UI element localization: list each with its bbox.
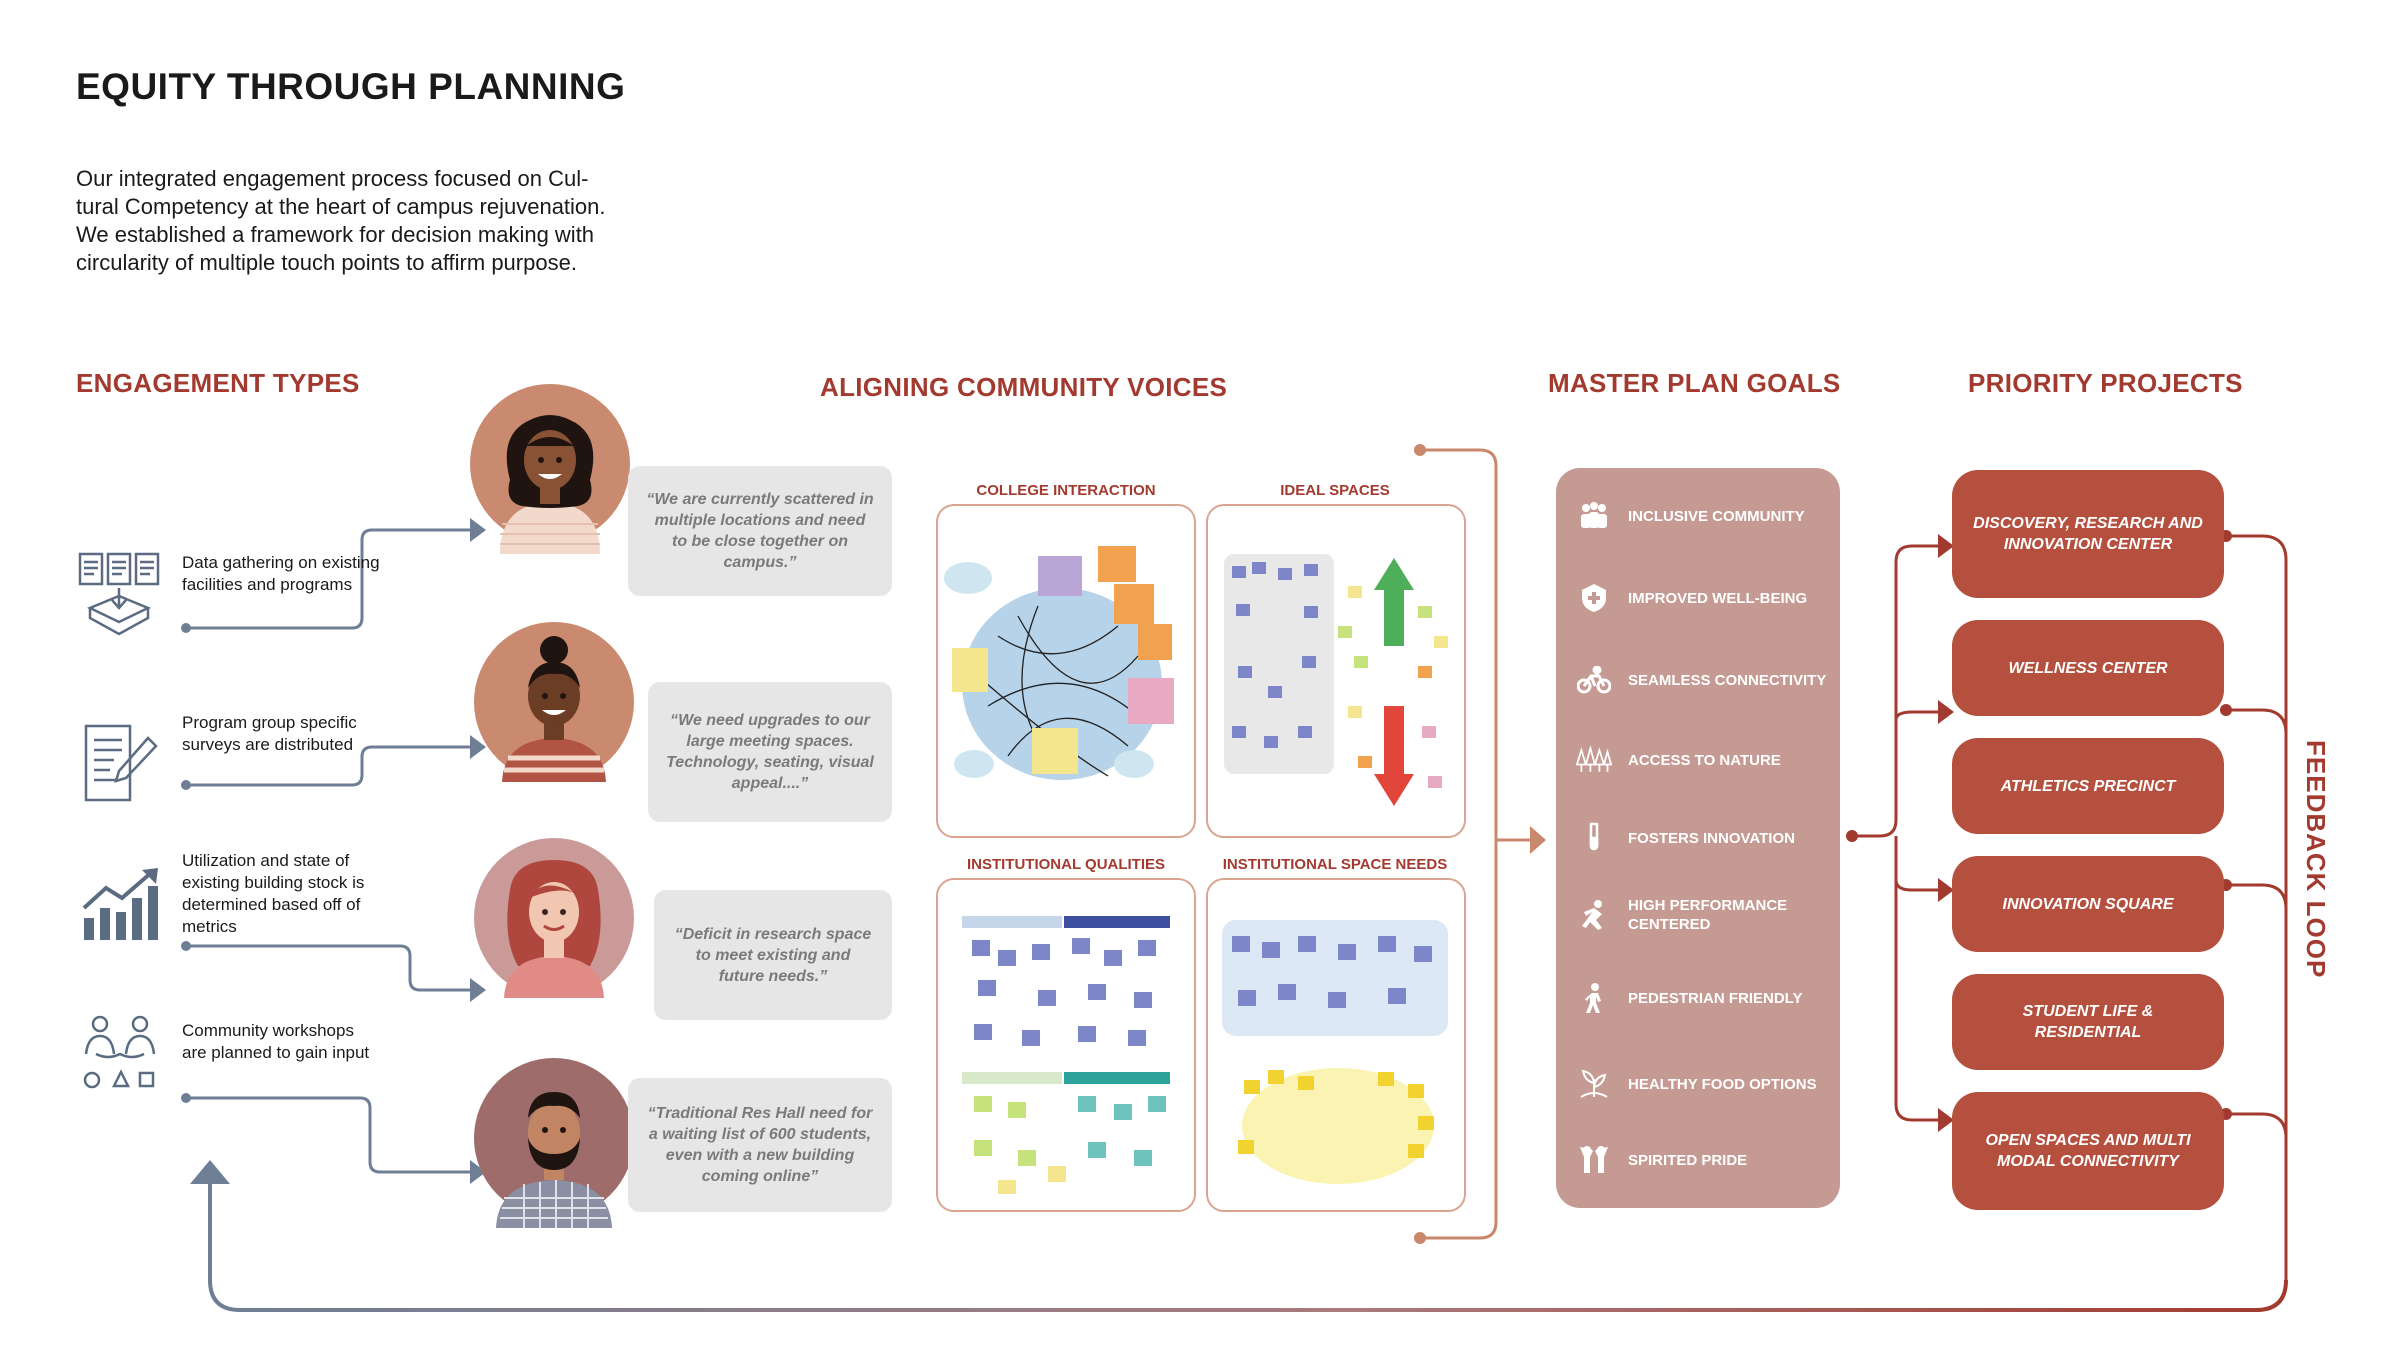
walking-icon (1576, 982, 1612, 1014)
health-shield-icon (1576, 582, 1612, 614)
connector-4 (186, 1096, 470, 1174)
goal-item: ACCESS TO NATURE (1576, 744, 1781, 776)
goal-item: SPIRITED PRIDE (1576, 1144, 1747, 1176)
quote-bubble: “We are currently scattered in multiple … (628, 466, 892, 596)
priority-project-pill: OPEN SPACES AND MULTI MODAL CONNECTIVITY (1952, 1092, 2224, 1210)
priority-project-pill: DISCOVERY, RESEARCH AND INNOVATION CENTE… (1952, 470, 2224, 598)
goal-label-text: HIGH PERFORMANCE CENTERED (1628, 897, 1788, 933)
workshop-board-college-interaction (936, 504, 1196, 838)
avatar (474, 1058, 634, 1228)
master-plan-goals-heading: MASTER PLAN GOALS (1548, 368, 1841, 398)
goal-label: SEAMLESS CONNECTIVITY (1628, 671, 1827, 689)
page-title: EQUITY THROUGH PLANNING (76, 66, 626, 107)
workshop-board-institutional-space-needs (1206, 878, 1466, 1212)
avatar (470, 384, 630, 554)
workshop-board-institutional-qualities (936, 878, 1196, 1212)
aligning-voices-heading: ALIGNING COMMUNITY VOICES (820, 372, 1228, 402)
intro-line: circularity of multiple touch points to … (76, 250, 577, 275)
priority-projects-heading: PRIORITY PROJECTS (1968, 368, 2243, 398)
connector-1 (186, 528, 470, 630)
goal-item: SEAMLESS CONNECTIVITY (1576, 664, 1826, 696)
intro-line: We established a framework for decision … (76, 222, 595, 247)
group-icon (1576, 500, 1612, 532)
quote-bubble: “Deficit in research space to meet exist… (654, 890, 892, 1020)
plant-icon (1576, 1068, 1612, 1100)
connector-3 (186, 944, 470, 992)
runner-icon (1576, 899, 1612, 931)
goal-item: INCLUSIVE COMMUNITY (1576, 500, 1805, 532)
goal-item: FOSTERS INNOVATION (1576, 822, 1795, 854)
trees-icon (1576, 744, 1612, 776)
documents-icon (76, 548, 166, 640)
goal-item: IMPROVED WELL-BEING (1576, 582, 1807, 614)
priority-project-pill: WELLNESS CENTER (1952, 620, 2224, 716)
quote-bubble: “Traditional Res Hall need for a waiting… (628, 1078, 892, 1212)
workshop-board-ideal-spaces (1206, 504, 1466, 838)
goal-label: HIGH PERFORMANCE CENTERED (1628, 896, 1828, 934)
growth-chart-icon (80, 866, 170, 942)
goal-label: FOSTERS INNOVATION (1628, 829, 1795, 847)
community-people-icon (78, 1014, 168, 1094)
priority-project-pill: INNOVATION SQUARE (1952, 856, 2224, 952)
cheer-icon (1576, 1144, 1612, 1176)
goal-item: PEDESTRIAN FRIENDLY (1576, 982, 1802, 1014)
bicycle-icon (1576, 664, 1612, 696)
avatar (474, 838, 634, 998)
feedback-loop-label: FEEDBACK LOOP (2301, 740, 2331, 979)
engagement-type-text: Data gathering on existing facilities an… (182, 553, 380, 594)
board-label: INSTITUTIONAL QUALITIES (966, 856, 1166, 873)
intro-line: Our integrated engagement process focuse… (76, 166, 589, 191)
connector-2 (186, 745, 470, 787)
priority-project-pill: ATHLETICS PRECINCT (1952, 738, 2224, 834)
intro-paragraph: Our integrated engagement process focuse… (76, 165, 696, 277)
goal-item: HIGH PERFORMANCE CENTERED (1576, 896, 1828, 934)
goal-label: HEALTHY FOOD OPTIONS (1628, 1075, 1817, 1093)
test-tube-icon (1576, 822, 1612, 854)
board-label: IDEAL SPACES (1280, 482, 1390, 499)
engagement-type-text: Utilization and state of existing buildi… (182, 851, 365, 936)
goal-label: SPIRITED PRIDE (1628, 1151, 1748, 1169)
goal-label: ACCESS TO NATURE (1628, 751, 1781, 769)
engagement-type-text: Community workshops are planned to gain … (182, 1021, 370, 1062)
intro-line: tural Competency at the heart of campus … (76, 194, 606, 219)
goal-item: HEALTHY FOOD OPTIONS (1576, 1068, 1817, 1100)
board-label: INSTITUTIONAL SPACE NEEDS (1222, 856, 1448, 873)
goal-label: IMPROVED WELL-BEING (1628, 589, 1808, 607)
priority-project-pill: STUDENT LIFE & RESIDENTIAL (1952, 974, 2224, 1070)
goal-label: PEDESTRIAN FRIENDLY (1628, 989, 1803, 1007)
master-plan-goals-panel: INCLUSIVE COMMUNITY IMPROVED WELL-BEING … (1556, 468, 1840, 1208)
avatar (474, 622, 634, 782)
quote-bubble: “We need upgrades to our large meeting s… (648, 682, 892, 822)
goal-label: INCLUSIVE COMMUNITY (1628, 507, 1805, 525)
engagement-types-heading: ENGAGEMENT TYPES (76, 368, 360, 398)
engagement-type-text: Program group specific surveys are distr… (182, 713, 357, 754)
board-label: COLLEGE INTERACTION (976, 482, 1156, 499)
survey-pen-icon (78, 720, 168, 810)
